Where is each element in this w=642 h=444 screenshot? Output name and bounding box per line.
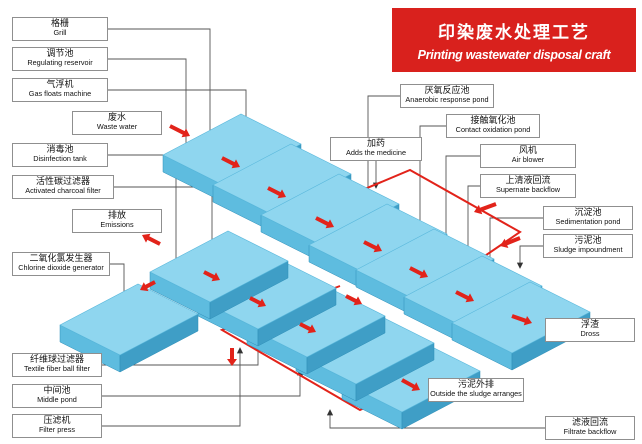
arrow-2	[267, 186, 286, 199]
arrow-1	[221, 156, 240, 169]
arrow-16	[500, 236, 521, 248]
tank-middle	[295, 312, 435, 402]
leader-chlorine	[110, 263, 128, 301]
arrow-7	[345, 294, 362, 306]
leader-supernate	[464, 185, 480, 265]
tank-anaerobic-top	[260, 173, 400, 246]
title-chinese: 印染废水处理工艺	[438, 23, 590, 43]
arrow-waste-in	[169, 124, 190, 138]
arrow-10	[203, 270, 220, 282]
leader-filtrate	[326, 409, 545, 429]
tank-disinfection	[149, 230, 289, 320]
arrow-17	[227, 348, 237, 366]
arrow-13	[401, 378, 420, 391]
arrow-8	[299, 322, 316, 334]
arrow-9	[249, 296, 266, 308]
title-english: Printing wastewater disposal craft	[417, 48, 611, 62]
arrow-4	[363, 240, 382, 253]
tank-chlorine-top	[59, 283, 199, 356]
tank-contact-oxidation-2-top	[355, 228, 495, 301]
arrow-3	[315, 216, 334, 229]
title-banner: 印染废水处理工艺 Printing wastewater disposal cr…	[392, 8, 636, 72]
leader-filter-press	[102, 347, 244, 427]
leader-anaerobic	[364, 95, 400, 211]
arrow-5	[409, 266, 428, 279]
tank-chlorine	[59, 283, 199, 373]
arrow-14	[511, 314, 532, 326]
leader-grill	[108, 28, 214, 151]
tank-disinfection-top	[149, 230, 289, 303]
arrow-11	[142, 233, 161, 246]
arrow-6	[455, 290, 474, 303]
leader-sludge-impound	[516, 245, 543, 269]
tank-sedimentation-top	[403, 255, 543, 328]
leader-regulating	[108, 58, 190, 151]
arrow-15	[474, 202, 497, 215]
leader-middle-pond	[102, 369, 304, 397]
arrow-12	[140, 280, 156, 292]
tank-contact-oxidation-1-top	[308, 203, 448, 276]
leader-air-blower	[442, 155, 480, 257]
tank-gas-floats-top	[212, 143, 352, 216]
tank-regulating-top	[162, 113, 302, 186]
leader-contact-oxidation	[416, 125, 446, 247]
